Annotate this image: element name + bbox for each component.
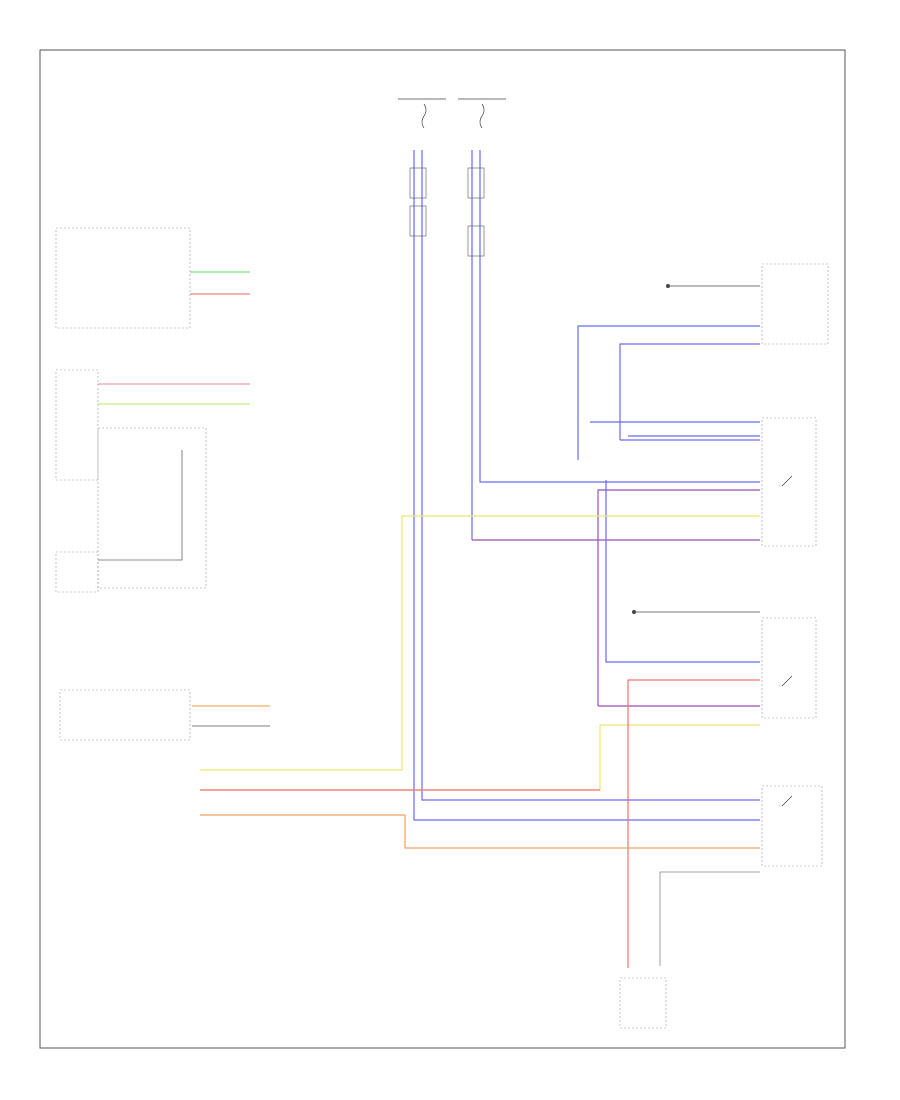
wire-orange-a <box>200 814 760 849</box>
wire-layer <box>98 150 760 968</box>
ground-splice-icon <box>666 284 670 288</box>
ground-splice-icon <box>632 610 636 614</box>
wire-purple-c <box>597 489 760 706</box>
wire-yellow-b <box>200 724 760 791</box>
switch-contact-icon <box>781 675 793 687</box>
switch-contact-icon <box>781 475 793 487</box>
wire-blue-e <box>577 325 760 460</box>
compressor-box <box>761 263 829 345</box>
switch2-box <box>761 617 817 719</box>
module-box <box>619 977 667 1029</box>
diagram-frame <box>39 49 846 1049</box>
wire-yellow-a <box>200 515 760 771</box>
switch1-box <box>761 417 817 547</box>
components <box>55 227 829 1029</box>
harness-connectors <box>409 167 485 257</box>
switch3-box <box>761 785 823 867</box>
fuse-icon <box>421 103 427 129</box>
ecm-harness-box <box>97 427 207 589</box>
wire-blue-d <box>479 150 760 483</box>
temp-sensor-box <box>55 551 99 593</box>
ambient-sensor-box <box>55 227 191 329</box>
wire-blue-j <box>605 480 760 663</box>
wire-blue-f <box>619 343 760 440</box>
switch-symbols <box>781 475 793 807</box>
ground-markers <box>632 284 670 614</box>
wire-red-b <box>627 679 760 968</box>
wire-blue-b <box>421 150 760 801</box>
wire-gray-lead2 <box>98 450 183 561</box>
switch-contact-icon <box>781 795 793 807</box>
wire-gray-ground <box>659 871 760 966</box>
ecm-box <box>55 369 99 481</box>
pressure-sensor-box <box>59 689 191 741</box>
wire-blue-a <box>413 150 760 821</box>
fuse-icon <box>479 103 485 129</box>
fuse-block-top <box>398 98 506 129</box>
